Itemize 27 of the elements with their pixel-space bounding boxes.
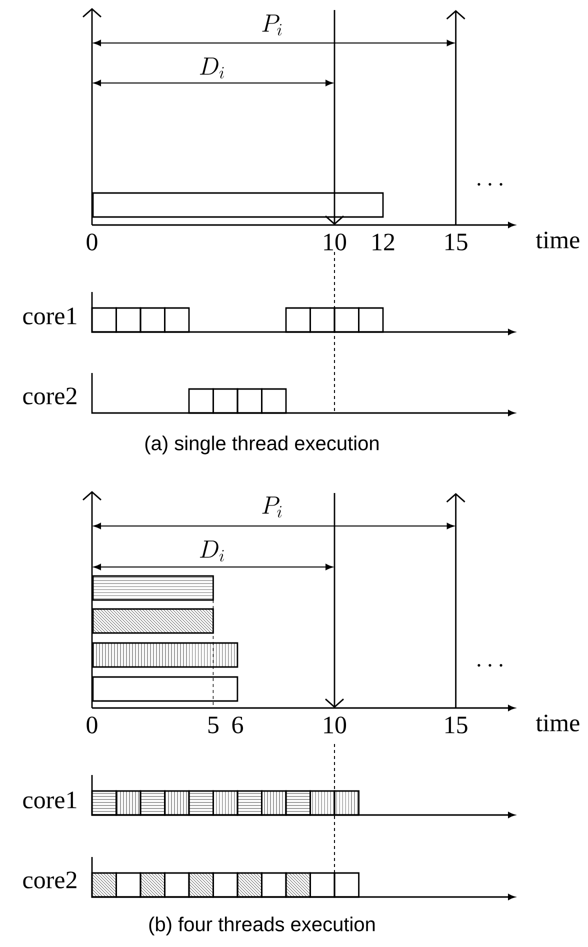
tick-label: 0: [86, 234, 98, 250]
dimension-label: $D_i$: [200, 58, 224, 79]
core-label: core1: [23, 792, 76, 808]
job-bar: [92, 676, 238, 702]
job-bar: [92, 642, 238, 668]
axis-label: time: [536, 232, 580, 248]
tick-label: 5: [208, 716, 218, 734]
core-label: core2: [23, 872, 76, 888]
job-bar: [92, 608, 214, 634]
dimension-label: $D_i$: [200, 540, 224, 562]
ellipsis: $\cdots$: [478, 183, 502, 186]
subcaption: (a) single thread execution: [145, 436, 378, 454]
job-bar: [92, 192, 384, 218]
axis-label: time: [536, 714, 580, 732]
tick-label: 15: [446, 716, 468, 734]
ellipsis: $\cdots$: [478, 664, 502, 667]
tick-label: 12: [372, 234, 394, 250]
tick-label: 15: [446, 234, 468, 250]
dimension-label: $P_i$: [262, 14, 282, 36]
dimension-label: $P_i$: [262, 496, 282, 518]
job-bar: [92, 575, 214, 601]
core-label: core2: [23, 388, 76, 404]
tick-label: 10: [324, 716, 346, 734]
tick-label: 6: [232, 716, 243, 734]
tick-label: 0: [86, 716, 98, 734]
subcaption: (b) four threads execution: [149, 916, 375, 936]
core-label: core1: [23, 308, 76, 324]
